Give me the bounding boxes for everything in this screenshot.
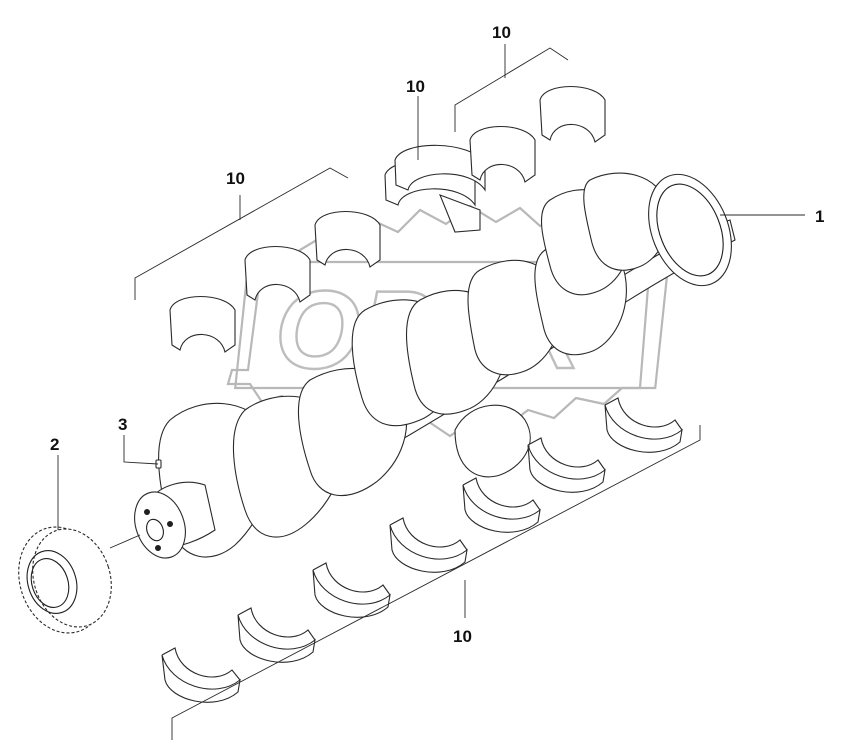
upper-bearing-shells	[169, 85, 606, 353]
callout-bearings-top-right: 10	[492, 23, 511, 42]
timing-gear	[18, 526, 112, 634]
callout-bearings-top-center: 10	[406, 77, 425, 96]
callout-pin: 3	[118, 415, 127, 434]
callout-gear: 2	[50, 435, 59, 454]
callout-bearings-upper-left: 10	[226, 169, 245, 188]
group-brackets	[57, 44, 805, 740]
callout-crankshaft: 1	[815, 207, 824, 226]
callout-bearings-lower: 10	[453, 627, 472, 646]
crankshaft	[134, 172, 736, 559]
lower-bearing-shells	[161, 397, 683, 703]
callout-labels: 1 2 3 10 10 10 10	[50, 23, 824, 646]
